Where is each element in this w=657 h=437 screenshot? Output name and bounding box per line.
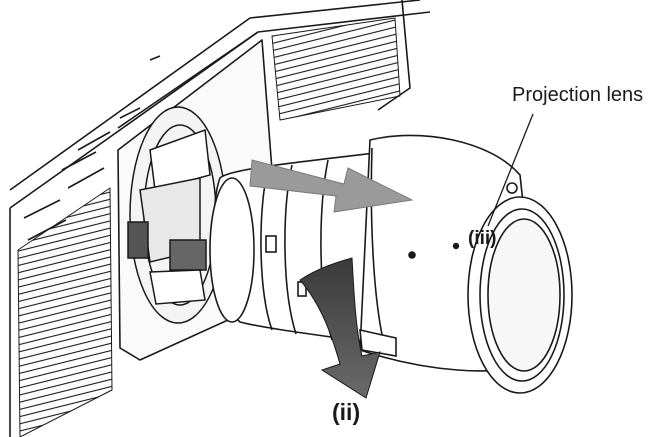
step-iii-label: (iii) xyxy=(468,228,497,249)
marker-dot xyxy=(452,242,460,250)
pull-arrow-icon xyxy=(249,159,414,213)
projection-lens-label: Projection lens xyxy=(512,84,644,106)
step-ii-label: (ii) xyxy=(332,399,361,425)
projection-lens-body xyxy=(209,134,573,394)
lens-mount xyxy=(127,106,227,324)
callout-leader-line xyxy=(487,113,534,227)
rotate-arrow-icon xyxy=(299,257,381,399)
